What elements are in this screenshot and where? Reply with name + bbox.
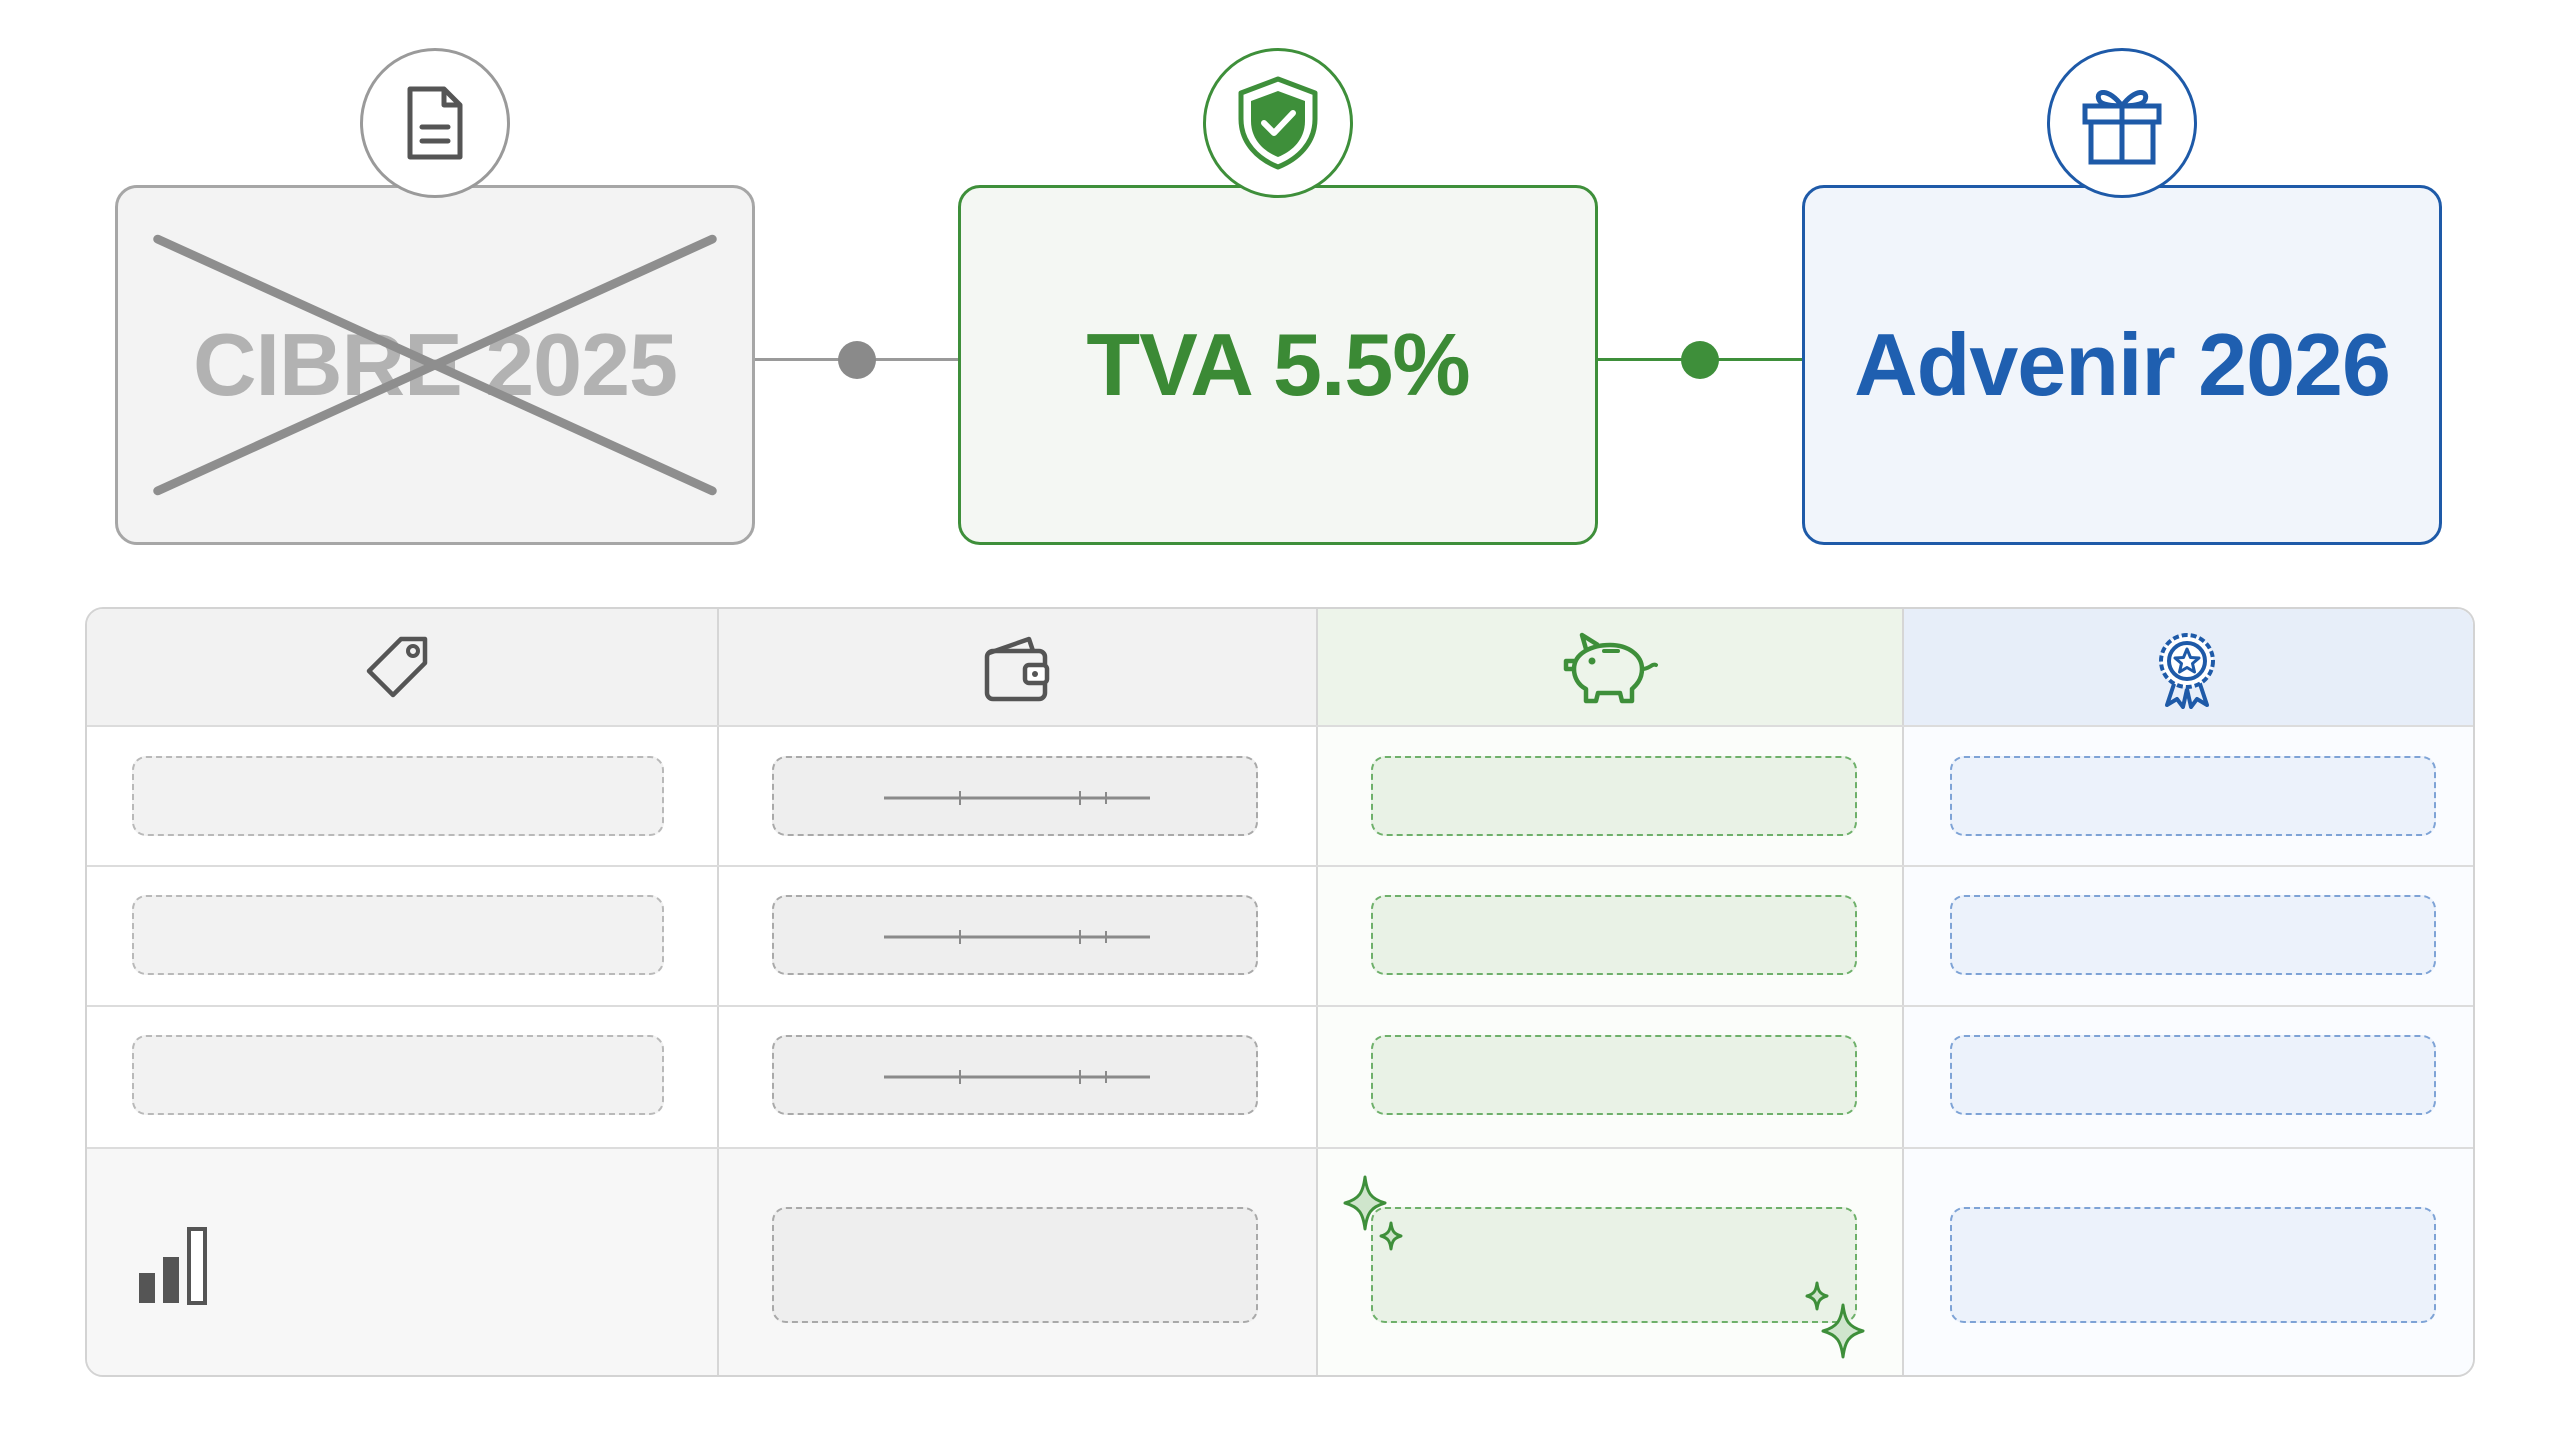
price-bar (884, 791, 1150, 805)
column-divider-3 (1902, 609, 1904, 1375)
cross-out-mark (153, 234, 717, 496)
step-label-advenir: Advenir 2026 (1854, 315, 2391, 414)
table-header-savings (1316, 609, 1902, 725)
step-card-cibre: CIBRE 2025 (115, 185, 755, 545)
table-header (87, 609, 1316, 725)
sparkle-icon (1805, 1281, 1865, 1359)
price-bar (884, 1070, 1150, 1084)
table-cell-r1-c2 (772, 756, 1258, 836)
column-divider-1 (717, 609, 719, 1375)
table-cell-r3-c3 (1371, 1035, 1857, 1115)
summary-cell-c4 (1950, 1207, 2436, 1323)
row-divider-header (87, 725, 2473, 727)
row-divider-2 (87, 1005, 2473, 1007)
gift-icon-badge (2047, 48, 2197, 198)
piggy-bank-icon (1563, 632, 1658, 704)
table-cell-r3-c2 (772, 1035, 1258, 1115)
summary-cell-c3 (1371, 1207, 1857, 1323)
document-icon (407, 86, 463, 160)
table-cell-r1-c3 (1371, 756, 1857, 836)
connector-dot-2 (1681, 341, 1719, 379)
connector-dot-1 (838, 341, 876, 379)
row-divider-3 (87, 1147, 2473, 1149)
table-cell-r2-c3 (1371, 895, 1857, 975)
gift-icon (2082, 90, 2162, 165)
table-cell-r1-c1 (132, 756, 664, 836)
award-badge-icon (2159, 633, 2215, 709)
table-cell-r2-c1 (132, 895, 664, 975)
sparkle-icon (1343, 1175, 1403, 1251)
table-cell-r1-c4 (1950, 756, 2436, 836)
table-cell-r3-c4 (1950, 1035, 2436, 1115)
shield-check-icon-badge (1203, 48, 1353, 198)
table-cell-r2-c2 (772, 895, 1258, 975)
step-card-tva: TVA 5.5% (958, 185, 1598, 545)
bar-chart-icon (139, 1227, 207, 1305)
row-divider-1 (87, 865, 2473, 867)
summary-cell-c2 (772, 1207, 1258, 1323)
table-cell-r3-c1 (132, 1035, 664, 1115)
comparison-table (85, 607, 2475, 1377)
document-icon-badge (360, 48, 510, 198)
column-divider-2 (1316, 609, 1318, 1375)
price-tag-icon (366, 636, 428, 698)
step-label-tva: TVA 5.5% (1086, 315, 1470, 414)
wallet-icon (984, 636, 1050, 702)
price-bar (884, 930, 1150, 944)
shield-check-icon (1238, 76, 1318, 170)
step-card-advenir: Advenir 2026 (1802, 185, 2442, 545)
table-cell-r2-c4 (1950, 895, 2436, 975)
